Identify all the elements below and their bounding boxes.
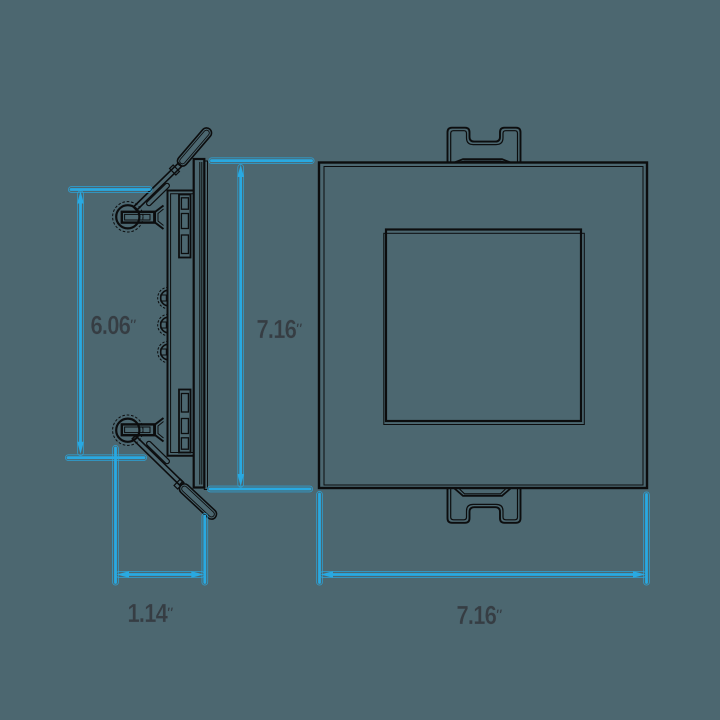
svg-text:1.14″: 1.14″: [127, 600, 173, 629]
svg-text:6.06″: 6.06″: [90, 312, 136, 341]
svg-text:7.16″: 7.16″: [256, 316, 302, 345]
svg-text:7.16″: 7.16″: [456, 602, 502, 631]
